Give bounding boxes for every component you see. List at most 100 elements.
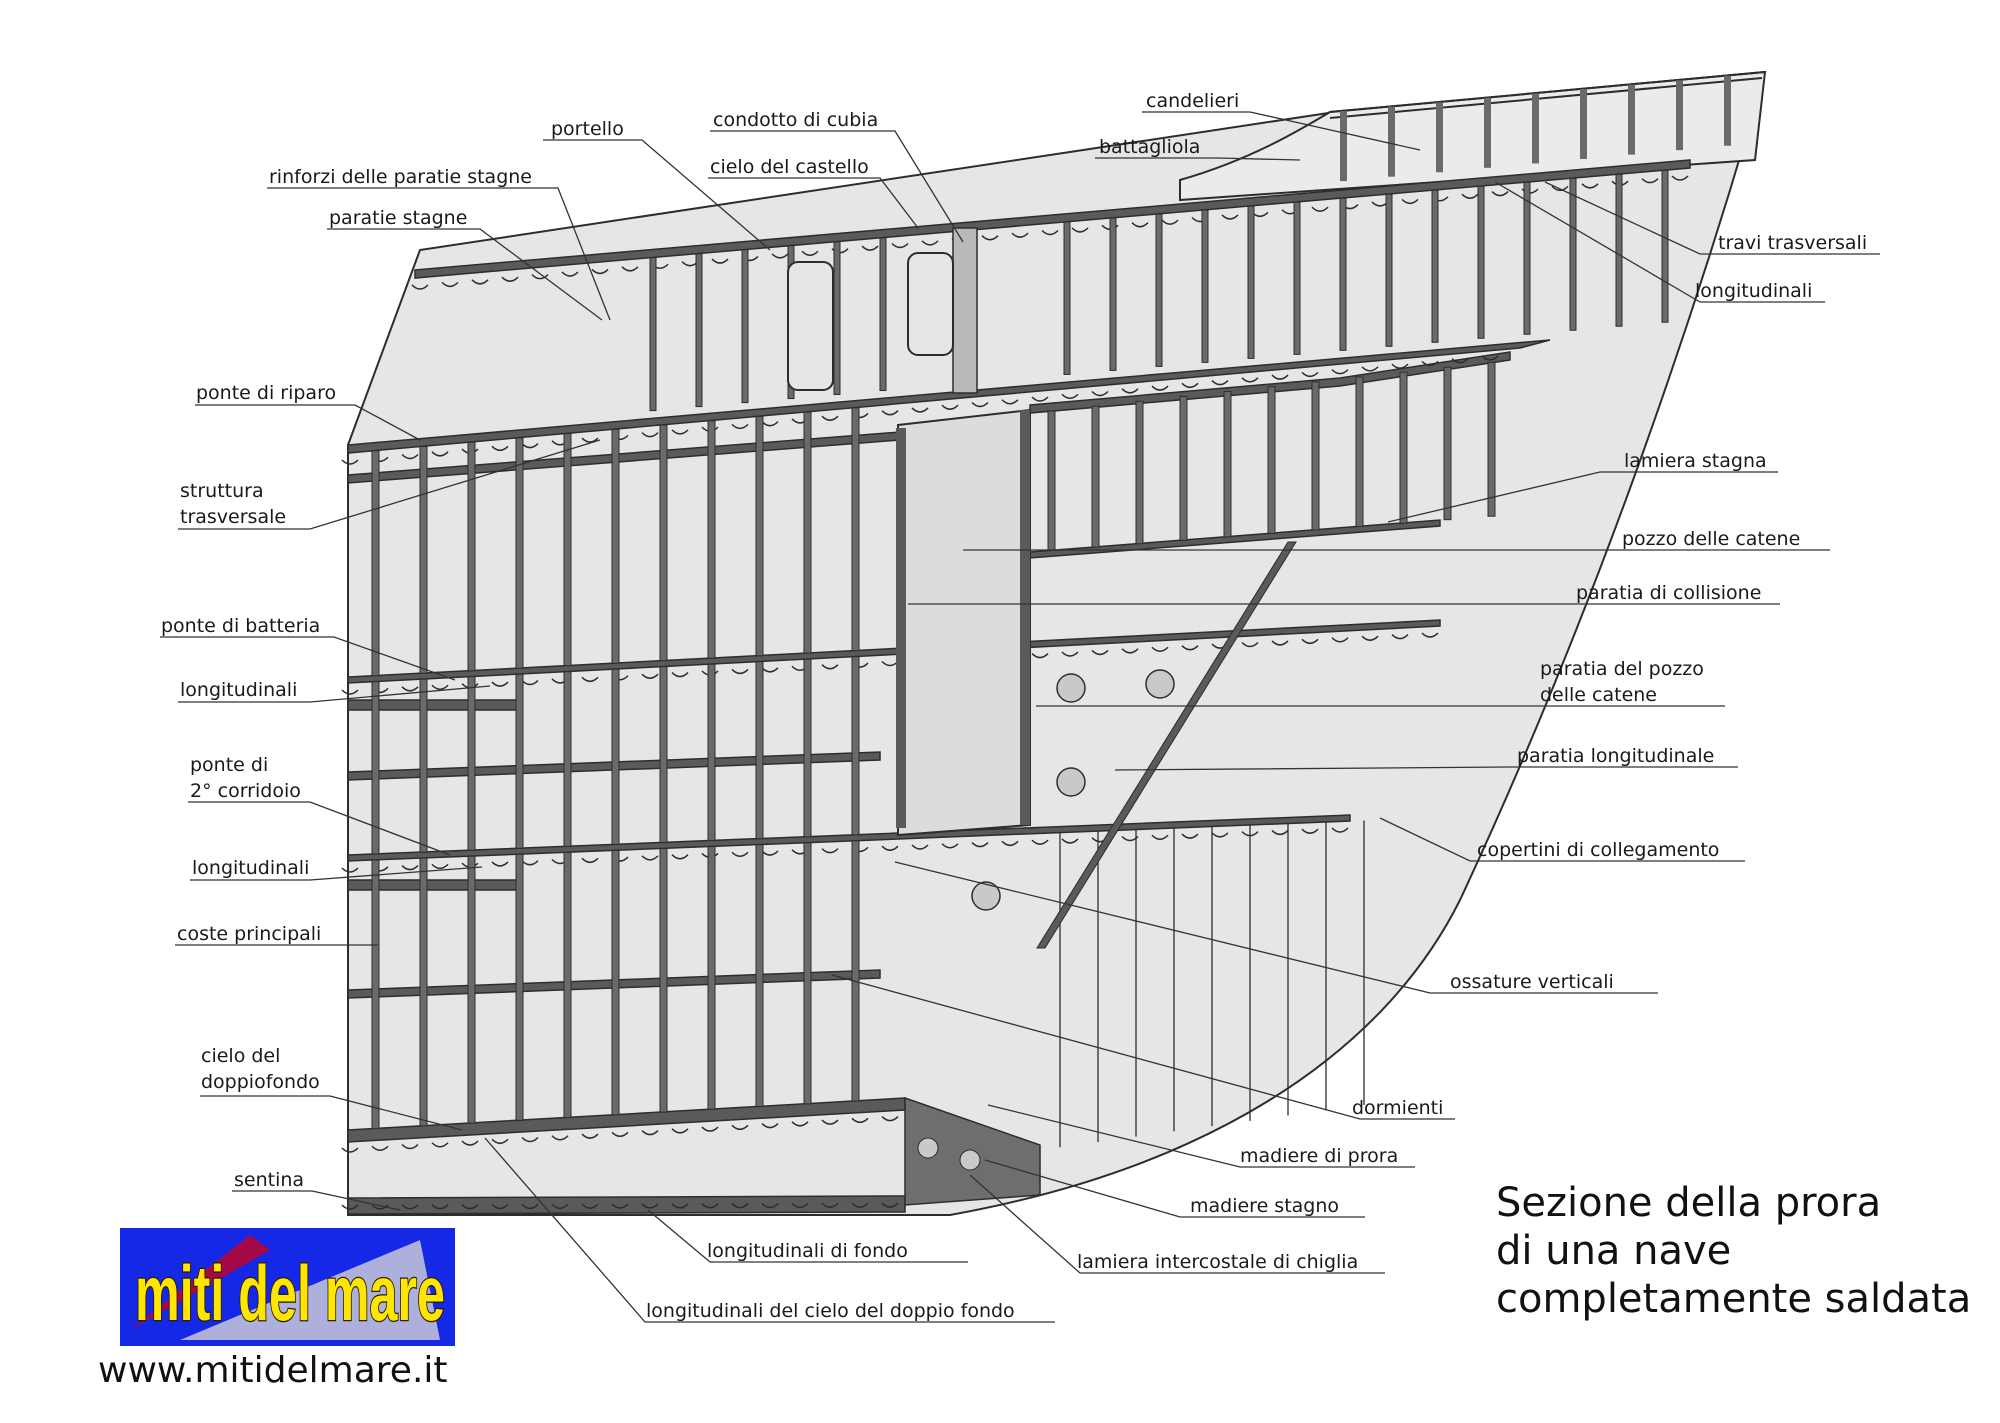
frame (879, 237, 887, 392)
deck-bracket (401, 453, 419, 460)
deck-bracket (1151, 385, 1169, 391)
leader-lamiera-stagna (1387, 471, 1778, 523)
lightening-hole (1056, 673, 1086, 703)
leader-madiere-di-prora (987, 1104, 1415, 1168)
deck-bracket (1421, 360, 1439, 367)
deck-bracket (1301, 828, 1319, 834)
deck-bracket (821, 1202, 839, 1208)
leader-travi-trasversali (1544, 181, 1880, 255)
frame (1339, 197, 1347, 351)
deck-bracket (1481, 355, 1499, 361)
deck-bracket (1011, 232, 1029, 238)
title-line-3: completamente saldata (1496, 1276, 1971, 1322)
frame (419, 857, 428, 1127)
deck-bracket (1181, 382, 1199, 389)
leader-rinforzi (267, 187, 611, 321)
label-longitudinali-di-fondo: longitudinali di fondo (707, 1240, 908, 1262)
deck-bracket (1331, 369, 1349, 375)
decks (347, 159, 1691, 1215)
deck-bracket (641, 1203, 659, 1209)
frame (803, 842, 812, 1105)
deck-bracket (791, 1121, 809, 1127)
deck-bracket (1361, 635, 1379, 641)
site-logo[interactable]: miti del mare (120, 1228, 455, 1346)
deck-bracket (521, 1203, 539, 1210)
deck-bracket (1391, 363, 1409, 369)
frame (419, 446, 428, 674)
frame (1431, 189, 1439, 343)
leader-ponte-di-batteria (160, 636, 456, 681)
label-travi-trasversali: travi trasversali (1718, 232, 1867, 254)
deck-bracket (581, 1133, 599, 1139)
frame (1443, 366, 1452, 521)
deck-bracket (641, 1130, 659, 1136)
stanchions (1340, 75, 1731, 182)
site-url[interactable]: www.mitidelmare.it (98, 1350, 448, 1391)
frame (1135, 400, 1144, 545)
frame (851, 656, 860, 836)
deck-bracket (911, 407, 929, 413)
frame (659, 848, 668, 1113)
leader-madiere-stagno (984, 1159, 1365, 1218)
label-portello: portello (551, 118, 624, 140)
deck-bracket (1391, 634, 1409, 640)
label-copertini: copertini di collegamento (1477, 839, 1719, 861)
deck-bracket (731, 668, 749, 675)
deck-bracket (1091, 649, 1109, 656)
deck-bracket (1031, 653, 1049, 659)
deck-bracket (701, 1126, 719, 1132)
frame (1247, 205, 1255, 359)
leader-condotto-di-cubia (710, 130, 964, 243)
label-lamiera-intercostale: lamiera intercostale di chiglia (1077, 1251, 1358, 1273)
label-paratie-stagne: paratie stagne (329, 207, 467, 229)
deck-bracket (1001, 840, 1019, 847)
deck-bracket (821, 848, 839, 854)
leader-sentina (232, 1190, 401, 1211)
deck-bracket (1211, 380, 1229, 386)
frame (467, 676, 476, 851)
deck-bracket (1301, 371, 1319, 378)
leader-portello (543, 139, 771, 251)
deck-bracket (591, 268, 609, 275)
deck-bracket (1491, 191, 1509, 197)
deck-bracket (431, 684, 449, 690)
frame (1385, 193, 1393, 347)
leader-ossature-verticali (894, 861, 1658, 994)
logo-text: miti del mare (135, 1249, 445, 1337)
deck-bracket (1181, 645, 1199, 651)
deck-bracket (401, 686, 419, 692)
stanchion (1628, 84, 1635, 155)
deck-bracket (1311, 206, 1329, 212)
keel-hole (917, 1137, 939, 1159)
deck-bracket (1091, 390, 1109, 397)
deck-bracket (581, 676, 599, 683)
leader-paratie-stagne (327, 228, 603, 321)
leader-copertini (1379, 817, 1745, 862)
deck-bracket (1121, 835, 1139, 842)
deck-bracket (491, 681, 509, 687)
deck-bracket (581, 437, 599, 443)
frame (611, 668, 620, 845)
lightening-hole (1145, 669, 1175, 699)
frame (707, 846, 716, 1110)
title-line-1: Sezione della prora (1496, 1180, 1881, 1226)
deck-bracket (1271, 374, 1289, 380)
deck-bracket (1271, 640, 1289, 646)
deck-bracket (461, 1140, 479, 1146)
deck-bracket (1001, 399, 1019, 405)
deck-bracket (891, 242, 909, 249)
deck-bracket (581, 857, 599, 864)
deck-bracket (881, 1202, 899, 1208)
deck-bracket (491, 861, 509, 867)
lightening-hole (1056, 767, 1086, 797)
deck-bracket (1031, 396, 1049, 402)
leader-cielo-del-castello (708, 177, 919, 229)
frame (755, 661, 764, 840)
deck-bracket (371, 1145, 389, 1151)
deck-bracket (771, 253, 789, 259)
diagonal-bulkhead-brace (1036, 541, 1297, 949)
forecastle-deck (414, 159, 1691, 279)
frame (515, 673, 524, 849)
logo-flag-shape (130, 1235, 270, 1330)
deck-brackets (341, 175, 1689, 1210)
